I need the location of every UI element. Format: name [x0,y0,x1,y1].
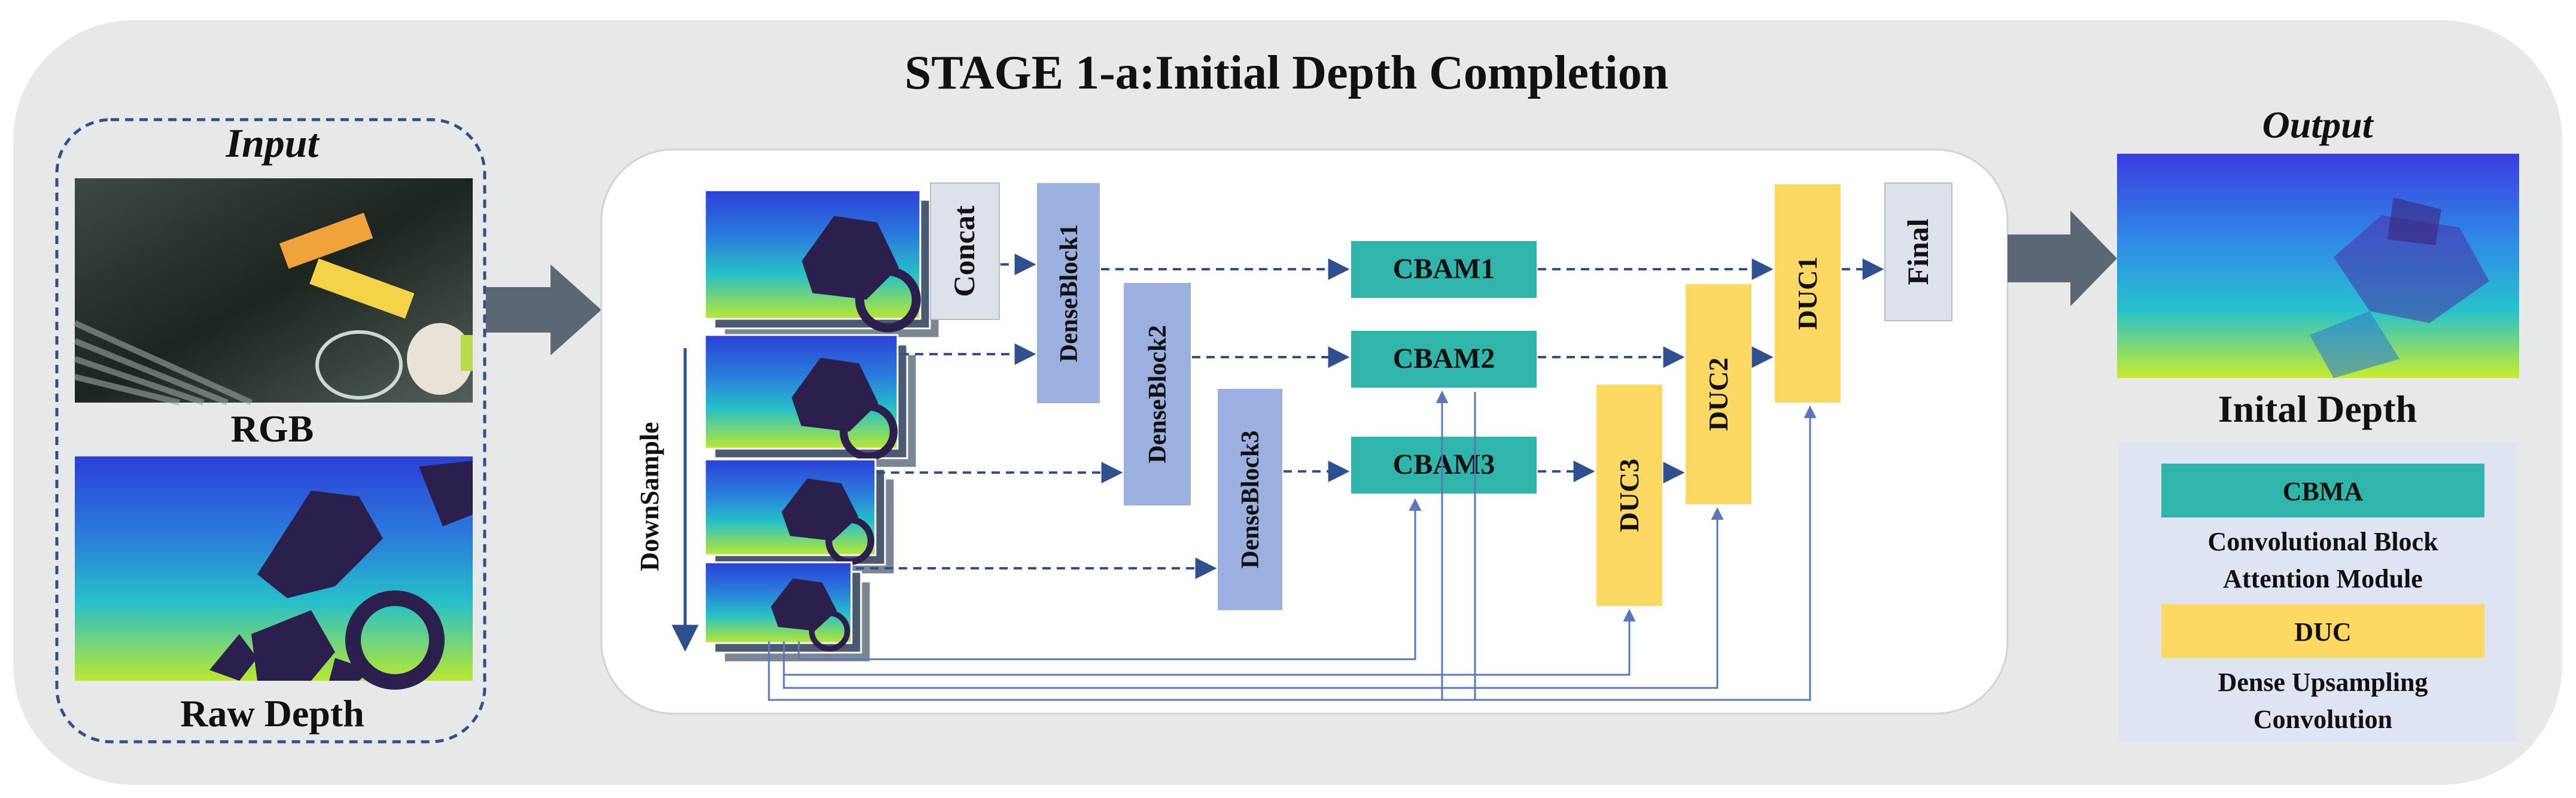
legend-duc-swatch [2161,604,2484,658]
cbam-2-label: CBAM2 [1393,343,1495,374]
depth-stack-4 [704,561,872,663]
depth-stack-1 [704,189,941,339]
input-heading: Input [226,120,320,166]
initial-depth-image [2117,154,2519,378]
legend-duc-desc-2: Convolution [2253,705,2392,734]
cbam-3 [1351,437,1537,494]
duc-2-label: DUC2 [1703,358,1733,431]
legend-cbma-desc-2: Attention Module [2223,564,2423,593]
depth-stacks [704,189,941,663]
concat-block [930,182,1000,320]
depth-stack-2 [704,334,918,469]
dense-block-2-label: DenseBlock2 [1144,325,1172,464]
final-block [1884,182,1952,321]
duc-3 [1596,385,1662,606]
connection-arrows [856,254,1884,579]
network-to-output-arrow [2008,211,2117,306]
skip-connections [768,390,1817,701]
duc-3-label: DUC3 [1614,459,1644,532]
legend-cbma-label: CBMA [2283,477,2364,506]
legend-cbma-swatch [2161,464,2484,517]
cbam-1 [1351,241,1537,298]
rgb-image [73,178,473,406]
initial-depth-label: Inital Depth [2218,388,2417,430]
legend-cbma-desc-1: Convolutional Block [2207,527,2438,556]
raw-depth-label: Raw Depth [180,692,364,735]
rgb-label: RGB [231,407,314,450]
cbam-1-label: CBAM1 [1393,253,1495,285]
raw-depth-image [75,456,473,690]
depth-stack-3 [704,458,896,575]
dense-block-2 [1124,283,1191,505]
legend-duc-desc-1: Dense Upsampling [2218,668,2428,697]
dense-block-1-label: DenseBlock1 [1056,224,1083,363]
output-heading: Output [2262,103,2374,146]
input-panel [55,118,486,744]
concat-label: Concat [947,205,981,297]
cbam-2 [1351,331,1537,388]
dense-block-3-label: DenseBlock3 [1237,431,1264,569]
legend-duc-label: DUC [2294,617,2351,647]
duc-2 [1686,284,1751,504]
final-label: Final [1901,218,1935,285]
input-to-network-arrow [486,264,601,355]
duc-1 [1775,184,1841,403]
stage-title: STAGE 1-a:Initial Depth Completion [905,47,1668,99]
downsample-label: DownSample [635,422,664,571]
dense-block-1 [1037,183,1100,403]
duc-1-label: DUC1 [1792,257,1823,330]
cbam-3-label: CBAM3 [1393,449,1495,480]
dense-block-3 [1218,389,1282,610]
